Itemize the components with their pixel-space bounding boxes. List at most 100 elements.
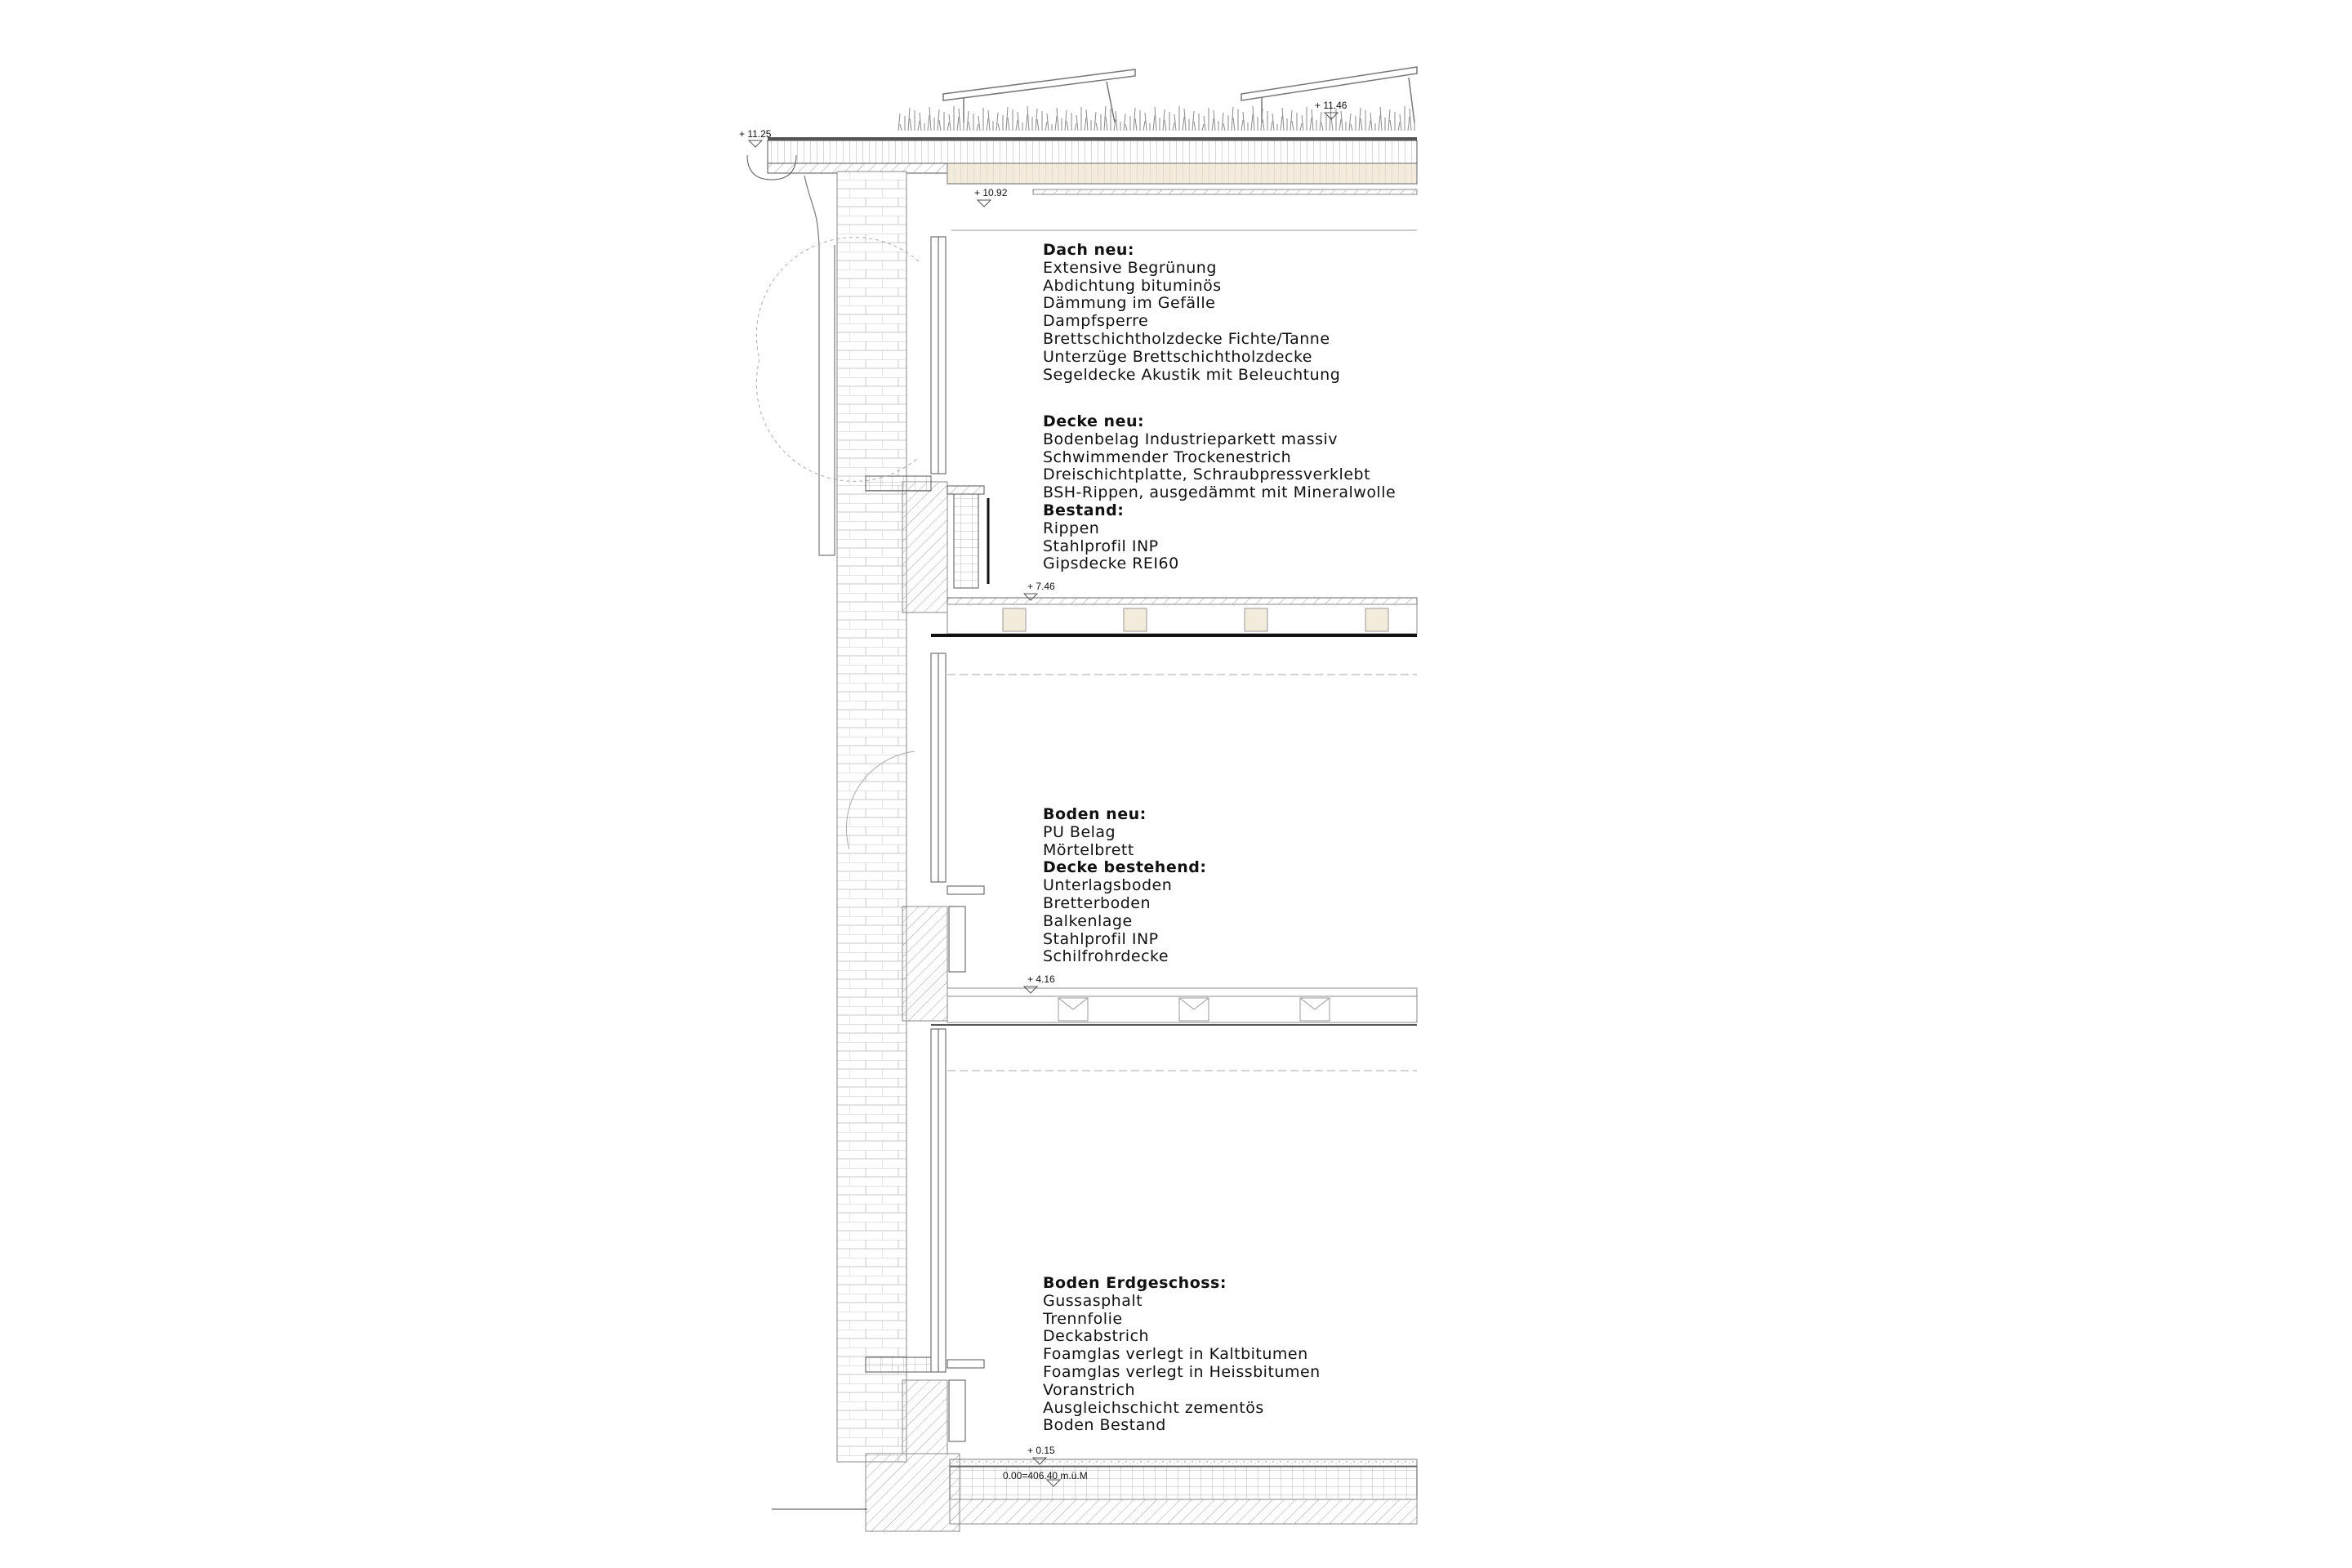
note-line: Brettschichtholzdecke Fichte/Tanne (1043, 329, 1330, 348)
grass-blade (968, 121, 971, 131)
note-line: Bretterboden (1043, 893, 1151, 912)
grass-blade (1115, 110, 1118, 131)
note-line: Schilfrohrdecke (1043, 947, 1169, 966)
grass-blade (938, 119, 942, 131)
note-line: Ausgleichschicht zementös (1043, 1398, 1264, 1417)
grass-blade (1272, 113, 1275, 131)
grass-blade (947, 122, 950, 131)
grass-blade (1379, 106, 1383, 131)
note-line: Abdichtung bituminös (1043, 276, 1222, 295)
grass-blade (1105, 116, 1108, 131)
rib (1123, 608, 1147, 632)
grass-blade (1409, 108, 1412, 131)
grass-blade (927, 114, 930, 131)
note-heading: Decke bestehend: (1043, 858, 1207, 877)
note-heading: Dach neu: (1043, 241, 1135, 259)
grass-blade (976, 123, 979, 131)
grass-blade (956, 116, 960, 131)
grass-blade (1154, 106, 1157, 131)
grass-blade (1134, 118, 1138, 131)
level-roof-underside: + 10.92 (974, 187, 1008, 198)
grass-blade (1125, 123, 1128, 131)
grass-blade (1007, 117, 1010, 131)
grass-blade (1339, 118, 1342, 131)
grass-blade (1103, 105, 1107, 131)
grass-blade (1223, 122, 1226, 131)
grass-blade (978, 115, 981, 131)
grass-blade (899, 123, 902, 131)
grass-blade (1027, 105, 1030, 131)
grass-blade (1260, 108, 1263, 131)
window-frames (755, 236, 990, 1442)
note-line: Deckabstrich (1043, 1327, 1150, 1346)
level-marker-icon (747, 140, 764, 148)
grass-blade (1301, 114, 1304, 131)
grass-blade (1201, 123, 1205, 131)
downpipe (804, 175, 835, 556)
note-line: Extensive Begrünung (1043, 258, 1217, 277)
grass-blade (1193, 121, 1196, 131)
grass-blade (1340, 110, 1343, 131)
grass-blade (1056, 107, 1059, 131)
grass-blade (1066, 120, 1069, 131)
grass-blade (1094, 111, 1097, 131)
roof-section (746, 137, 1418, 231)
grass-blade (1221, 112, 1224, 131)
grass-blade (917, 120, 920, 131)
grass-blade (958, 108, 961, 131)
grass-blade (1232, 117, 1236, 131)
grass-blade (1123, 113, 1126, 131)
grass-blade (1045, 121, 1048, 131)
note-line: Dampfsperre (1043, 312, 1149, 331)
grass-blade (1231, 106, 1234, 131)
note-line: Dreischichtplatte, Schraubpressverklebt (1043, 466, 1371, 484)
grass-blade (1133, 107, 1136, 131)
grass-blade (1311, 109, 1314, 131)
grass-blade (1280, 115, 1283, 131)
grass-blade (1182, 116, 1185, 131)
level-marker-icon (1045, 1479, 1062, 1487)
note-line: Rippen (1043, 519, 1100, 537)
grass-blade (937, 109, 940, 131)
grass-blade (996, 112, 999, 131)
grass-blade (1262, 118, 1265, 131)
grass-blade (1299, 122, 1303, 131)
note-line: Bodenbelag Industrieparkett massiv (1043, 430, 1339, 448)
grass-blade (1348, 113, 1352, 131)
grass-blade (1064, 109, 1067, 131)
level-marker-icon (1323, 112, 1339, 120)
grass-blade (1211, 118, 1214, 131)
grass-blade (1025, 114, 1028, 131)
grass-blade (1321, 122, 1324, 131)
grass-blade (1183, 108, 1187, 131)
grass-blade (1172, 122, 1175, 131)
grass-blade (1389, 119, 1392, 131)
brick-wall (836, 171, 907, 1463)
note-ceiling: Decke neu:Bodenbelag Industrieparkett ma… (1043, 412, 1396, 573)
grass-blade (1017, 111, 1020, 131)
grass-blade (1350, 123, 1353, 131)
level-marker-icon (1031, 1457, 1048, 1465)
grass-blade (1270, 121, 1273, 131)
grass-blade (987, 109, 991, 131)
beam-cross (1058, 997, 1089, 1010)
level-roof-top: + 11.46 (1315, 100, 1348, 111)
grass-blade (1360, 118, 1363, 131)
grass-blade (909, 118, 912, 131)
note-heading: Decke neu: (1043, 412, 1145, 430)
floor-slab-ground (949, 1459, 1418, 1532)
note-line: Stahlprofil INP (1043, 537, 1159, 555)
floor-slab-first (931, 987, 1418, 1071)
grass-blade (1203, 115, 1206, 131)
note-line: Boden Bestand (1043, 1416, 1166, 1435)
note-line: Foamglas verlegt in Heissbitumen (1043, 1362, 1321, 1381)
grass-blade (1397, 122, 1401, 131)
grass-blade (1084, 117, 1087, 131)
grass-blade (986, 118, 989, 131)
grass-blade (1213, 109, 1216, 131)
grass-blade (1074, 122, 1077, 131)
grass-blade (907, 107, 911, 131)
